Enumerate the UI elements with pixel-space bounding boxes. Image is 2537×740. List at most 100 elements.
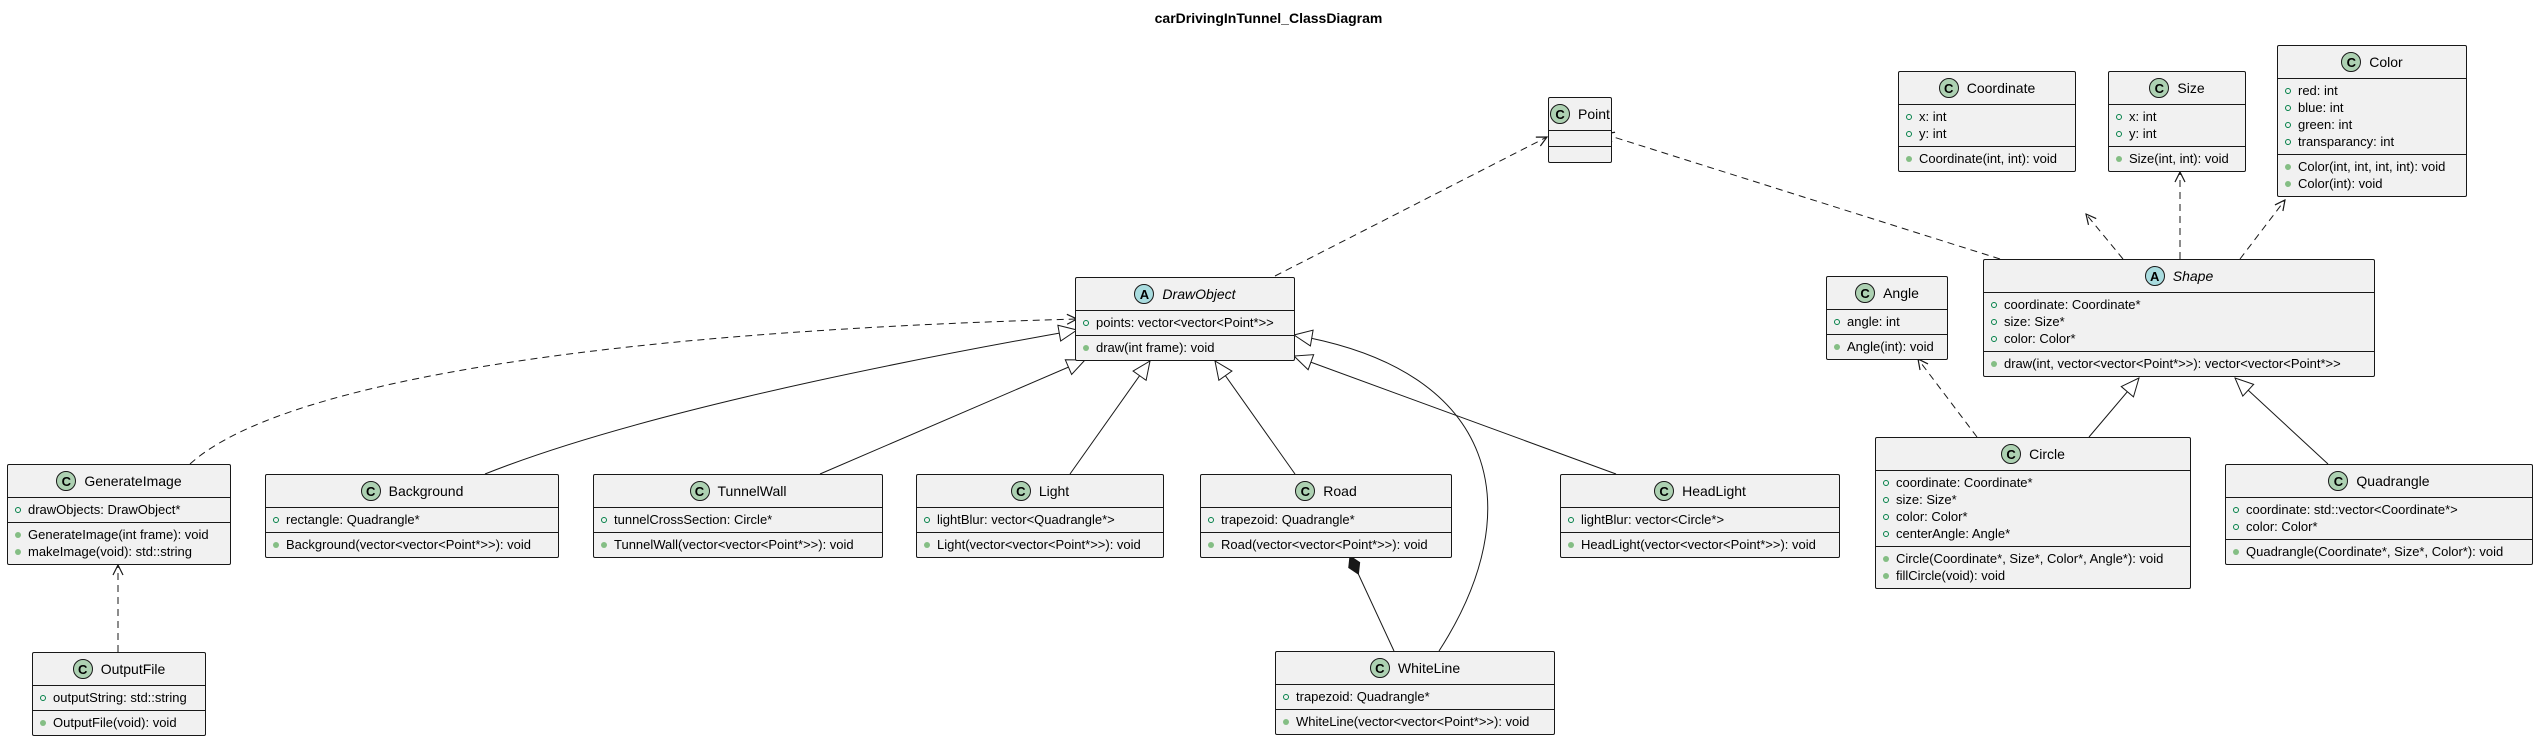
public-field-icon [1883, 530, 1889, 537]
public-field-icon [1883, 513, 1889, 520]
field-text: trapezoid: Quadrangle* [1221, 512, 1355, 527]
method-row: Road(vector<vector<Point*>>): void [1201, 536, 1451, 553]
class-icon: C [1550, 104, 1571, 124]
method-text: Size(int, int): void [2129, 151, 2229, 166]
public-method-icon [15, 531, 21, 538]
fields-section: drawObjects: DrawObject* [8, 498, 230, 522]
methods-section: Coordinate(int, int): void [1899, 146, 2075, 171]
field-text: red: int [2298, 83, 2338, 98]
public-method-icon [1083, 344, 1089, 351]
field-row: coordinate: Coordinate* [1876, 474, 2190, 491]
public-method-icon [1883, 555, 1889, 562]
method-row: Circle(Coordinate*, Size*, Color*, Angle… [1876, 550, 2190, 567]
public-field-icon [1991, 301, 1997, 308]
method-text: Background(vector<vector<Point*>>): void [286, 537, 531, 552]
field-text: drawObjects: DrawObject* [28, 502, 181, 517]
class-name: Angle [1883, 285, 1919, 301]
class-icon: C [2149, 78, 2170, 98]
methods-section: OutputFile(void): void [33, 710, 205, 735]
public-field-icon [1083, 319, 1089, 326]
methods-section: Background(vector<vector<Point*>>): void [266, 532, 558, 557]
field-row: transparancy: int [2278, 133, 2466, 150]
method-text: Coordinate(int, int): void [1919, 151, 2058, 166]
methods-section: draw(int frame): void [1076, 335, 1294, 360]
field-text: coordinate: Coordinate* [2004, 297, 2141, 312]
method-text: HeadLight(vector<vector<Point*>>): void [1581, 537, 1816, 552]
inheritance-headlight-drawobject [1294, 356, 1617, 475]
method-text: GenerateImage(int frame): void [28, 527, 209, 542]
field-row: blue: int [2278, 99, 2466, 116]
class-icon: C [1938, 78, 1959, 98]
class-icon: C [1855, 283, 1876, 303]
field-row: y: int [2109, 125, 2245, 142]
public-field-icon [1568, 516, 1574, 523]
public-field-icon [1991, 318, 1997, 325]
public-method-icon [1906, 155, 1912, 162]
class-icon: C [72, 659, 93, 679]
public-field-icon [1834, 318, 1840, 325]
composition-road-whiteline [1348, 555, 1395, 652]
method-row: Coordinate(int, int): void [1899, 150, 2075, 167]
field-row: y: int [1899, 125, 2075, 142]
method-text: TunnelWall(vector<vector<Point*>>): void [614, 537, 854, 552]
field-row: drawObjects: DrawObject* [8, 501, 230, 518]
inheritance-quadrangle-shape [2235, 378, 2329, 465]
field-row: tunnelCrossSection: Circle* [594, 511, 882, 528]
fields-section: coordinate: Coordinate*size: Size*color:… [1984, 293, 2374, 351]
methods-section: Angle(int): void [1827, 334, 1947, 359]
fields-section: rectangle: Quadrangle* [266, 508, 558, 532]
class-name: Light [1038, 483, 1070, 499]
class-name: TunnelWall [717, 483, 787, 499]
method-row: draw(int, vector<vector<Point*>>): vecto… [1984, 355, 2374, 372]
method-row: makeImage(void): std::string [8, 543, 230, 560]
inheritance-background-drawobject [484, 330, 1077, 475]
methods-section: draw(int, vector<vector<Point*>>): vecto… [1984, 351, 2374, 376]
field-row: trapezoid: Quadrangle* [1201, 511, 1451, 528]
method-row: Color(int, int, int, int): void [2278, 158, 2466, 175]
public-method-icon [1283, 718, 1289, 725]
diagram-title: carDrivingInTunnel_ClassDiagram [1154, 10, 1383, 26]
class-header: C Angle [1827, 277, 1947, 310]
class-icon: C [2328, 471, 2349, 491]
public-method-icon [924, 541, 930, 548]
field-row: outputString: std::string [33, 689, 205, 706]
fields-section: angle: int [1827, 310, 1947, 334]
class-name: OutputFile [100, 661, 166, 677]
field-text: x: int [1919, 109, 1947, 124]
fields-section [1549, 131, 1611, 146]
fields-section: lightBlur: vector<Circle*> [1561, 508, 1839, 532]
class-icon: C [2001, 444, 2022, 464]
field-row: green: int [2278, 116, 2466, 133]
field-row: red: int [2278, 82, 2466, 99]
fields-section: outputString: std::string [33, 686, 205, 710]
field-row: color: Color* [1984, 330, 2374, 347]
field-row: lightBlur: vector<Quadrangle*> [917, 511, 1163, 528]
fields-section: coordinate: Coordinate*size: Size*color:… [1876, 471, 2190, 546]
public-field-icon [15, 506, 21, 513]
field-text: centerAngle: Angle* [1896, 526, 2011, 541]
methods-section: Quadrangle(Coordinate*, Size*, Color*): … [2226, 539, 2532, 564]
method-text: fillCircle(void): void [1896, 568, 2006, 583]
method-row: Light(vector<vector<Point*>>): void [917, 536, 1163, 553]
method-row: Background(vector<vector<Point*>>): void [266, 536, 558, 553]
field-text: coordinate: std::vector<Coordinate*> [2246, 502, 2458, 517]
methods-section: Circle(Coordinate*, Size*, Color*, Angle… [1876, 546, 2190, 588]
dependency-shape-coordinate [2086, 214, 2124, 260]
